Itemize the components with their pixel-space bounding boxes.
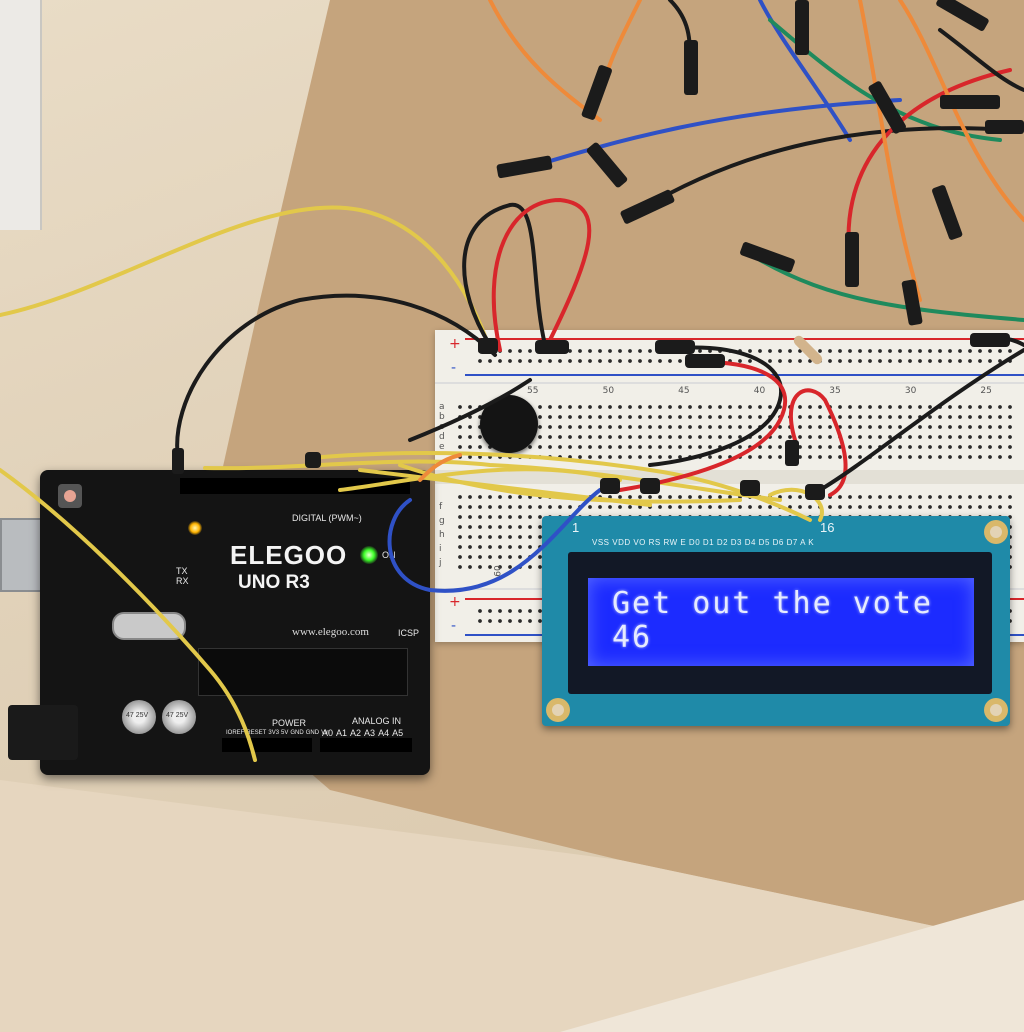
row-letter: f [439,502,443,512]
orange-led [188,521,202,535]
column-number: 40 [753,386,766,396]
mounting-hole [984,698,1008,722]
rail-minus-label: - [451,360,457,376]
crystal-oscillator [112,612,186,640]
power-pin-label: RESET [246,730,267,736]
power-pin-label: Vin [321,730,330,736]
lcd-pin-labels: VSS VDD VO RS RW E D0 D1 D2 D3 D4 D5 D6 … [592,538,815,547]
mounting-hole [984,520,1008,544]
breadboard-power-rail-top: + - [435,330,1024,384]
row-letter: a [439,402,445,412]
power-pin-label: GND [290,730,304,736]
row-letter: g [439,516,445,526]
lcd-line-2: 46 [612,620,653,655]
lcd-pin-end: 16 [820,520,835,535]
tx-label: TX [176,566,188,576]
row-letter: b [439,412,445,422]
analog-pin-label: A4 [378,728,390,738]
analog-pin-label: A1 [336,728,348,738]
analog-pin-label: A3 [364,728,376,738]
lcd-screen: Get out the vote 46 [588,578,974,666]
board-model: UNO R3 [238,572,310,593]
board-url: www.elegoo.com [292,626,369,638]
lcd-pin-start: 1 [572,520,580,535]
rail-plus-label-bottom: + [449,594,461,610]
capacitor-label: 47 25V [166,712,189,719]
power-pin-label: GND [305,730,320,736]
capacitor [162,700,196,734]
column-number: 55 [527,386,539,396]
column-number: 45 [678,386,690,396]
lcd-line-1: Get out the vote [612,586,933,621]
mounting-hole [546,698,570,722]
column-number: 30 [904,386,917,396]
column-number: 50 [602,386,615,396]
analog-header [320,738,412,752]
breadboard-row-letters-bottom: f g h i j [439,500,445,570]
partial-device-left [0,0,42,230]
rail-minus-label-bottom: - [451,618,457,634]
row-letter: i [439,544,442,554]
board-brand: ELEGOO [230,540,348,570]
rail-plus-label: + [449,336,461,352]
breadboard-hole-grid-top [455,402,1014,462]
row-letter: h [439,530,445,540]
analog-pin-label: A5 [392,728,404,738]
power-jack [8,705,78,760]
row-letter: e [439,442,445,452]
rx-label: RX [176,576,189,586]
microcontroller-chip [198,648,408,696]
analog-pin-label: A0 [322,728,334,738]
row-letter: j [439,558,442,568]
on-label: ON [382,550,396,560]
analog-pin-label: A2 [350,728,362,738]
capacitor-label: 47 25V [126,712,149,719]
analog-label: ANALOG IN [352,716,402,726]
breadboard-column-numbers: 55 50 45 40 35 30 25 [495,386,1024,396]
power-pin-label: 3V3 [268,730,280,736]
capacitor [122,700,156,734]
reset-button [58,484,82,508]
analog-pin-labels: A0 A1 A2 A3 A4 A5 [322,728,403,738]
power-header [222,738,312,752]
icsp-label: ICSP [398,628,420,638]
power-pin-labels: IOREF RESET 3V3 5V GND GND Vin [226,730,330,736]
arduino-board [40,470,430,775]
power-label: POWER [272,718,307,728]
row-letter: d [439,432,445,442]
column-number: 35 [829,386,841,396]
column-number: 25 [980,386,992,396]
power-led [360,546,378,564]
power-pin-label: 5V [281,730,289,736]
power-pin-label: IOREF [226,730,245,736]
digital-label: DIGITAL (PWM~) [292,513,362,523]
